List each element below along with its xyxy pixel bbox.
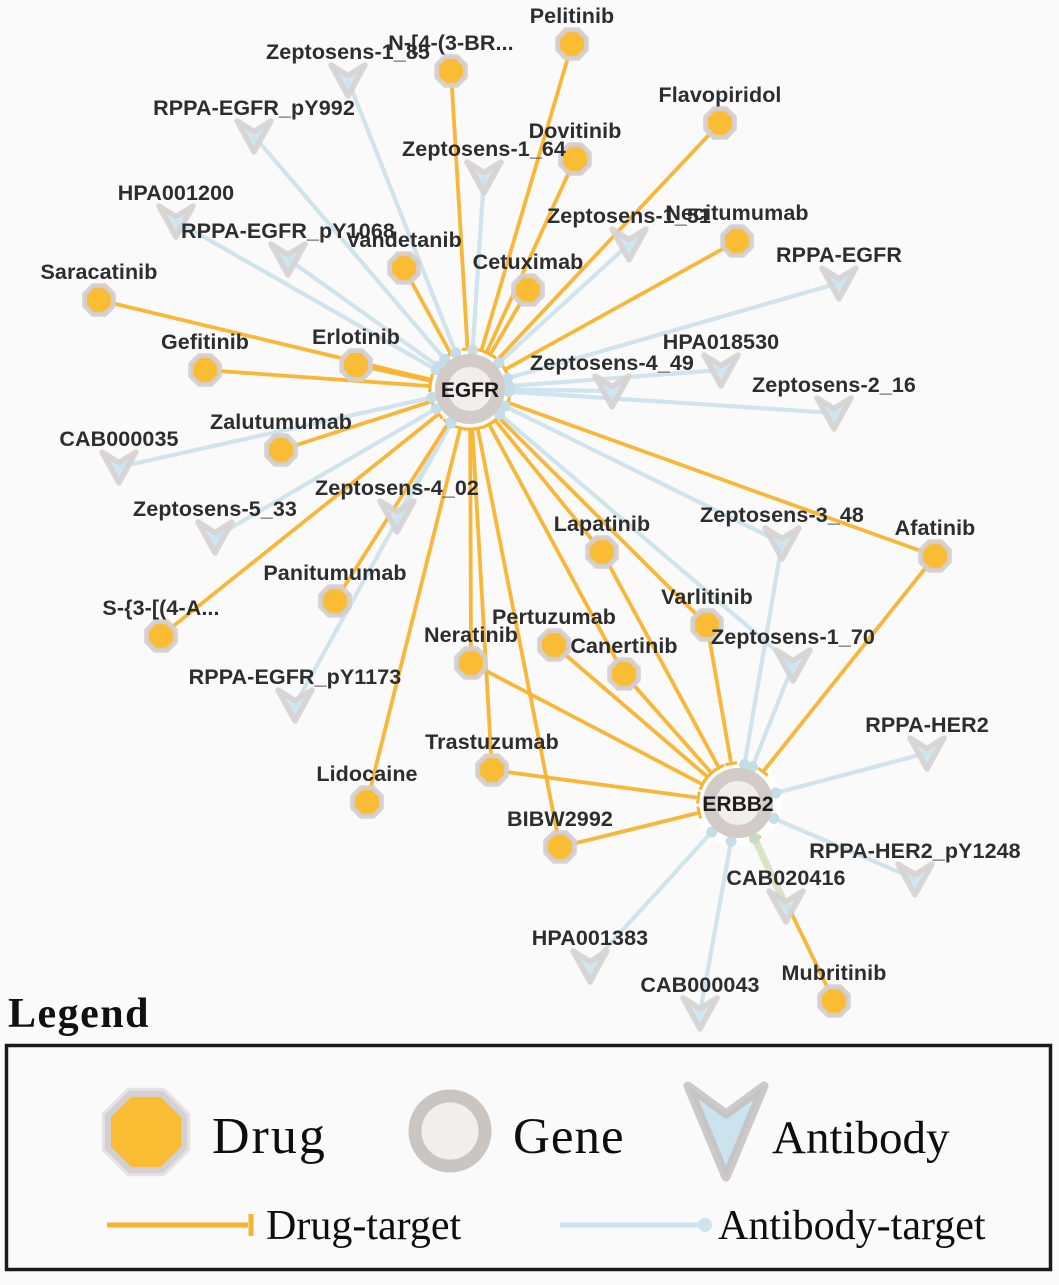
svg-text:CAB020416: CAB020416 bbox=[726, 866, 845, 890]
svg-text:HPA018530: HPA018530 bbox=[663, 330, 779, 354]
svg-text:Gene: Gene bbox=[513, 1109, 625, 1165]
svg-text:Zeptosens-3_48: Zeptosens-3_48 bbox=[700, 503, 864, 527]
svg-text:Flavopiridol: Flavopiridol bbox=[658, 83, 781, 107]
svg-text:Zeptosens-4_02: Zeptosens-4_02 bbox=[315, 476, 479, 500]
svg-text:Zeptosens-2_16: Zeptosens-2_16 bbox=[752, 373, 916, 397]
svg-text:Zeptosens-1_51: Zeptosens-1_51 bbox=[547, 204, 711, 228]
svg-text:RPPA-EGFR_pY1068: RPPA-EGFR_pY1068 bbox=[181, 219, 395, 243]
svg-text:Zalutumumab: Zalutumumab bbox=[210, 410, 352, 434]
svg-text:Canertinib: Canertinib bbox=[570, 634, 677, 658]
svg-text:HPA001200: HPA001200 bbox=[118, 181, 234, 205]
svg-text:Drug: Drug bbox=[212, 1108, 327, 1165]
svg-text:Zeptosens-1_85: Zeptosens-1_85 bbox=[266, 40, 430, 64]
svg-text:Panitumumab: Panitumumab bbox=[263, 561, 406, 585]
svg-text:Zeptosens-1_64: Zeptosens-1_64 bbox=[402, 137, 566, 161]
svg-text:Varlitinib: Varlitinib bbox=[661, 585, 753, 609]
svg-text:Zeptosens-4_49: Zeptosens-4_49 bbox=[530, 351, 694, 375]
svg-text:RPPA-HER2_pY1248: RPPA-HER2_pY1248 bbox=[809, 839, 1021, 863]
svg-text:Vandetanib: Vandetanib bbox=[346, 228, 462, 252]
svg-text:Neratinib: Neratinib bbox=[424, 623, 518, 647]
svg-text:Legend: Legend bbox=[8, 991, 150, 1037]
svg-text:Pertuzumab: Pertuzumab bbox=[492, 605, 616, 629]
svg-text:ERBB2: ERBB2 bbox=[702, 793, 773, 816]
svg-text:Pelitinib: Pelitinib bbox=[530, 4, 615, 28]
svg-text:Zeptosens-1_70: Zeptosens-1_70 bbox=[711, 625, 875, 649]
svg-text:EGFR: EGFR bbox=[441, 379, 499, 402]
svg-text:Lidocaine: Lidocaine bbox=[316, 762, 417, 786]
svg-text:Antibody-target: Antibody-target bbox=[718, 1203, 986, 1249]
svg-text:Saracatinib: Saracatinib bbox=[40, 260, 157, 284]
svg-text:Zeptosens-5_33: Zeptosens-5_33 bbox=[133, 497, 297, 521]
svg-text:Mubritinib: Mubritinib bbox=[782, 961, 887, 985]
svg-text:Gefitinib: Gefitinib bbox=[161, 330, 249, 354]
svg-text:Afatinib: Afatinib bbox=[895, 516, 976, 540]
svg-text:N-[4-(3-BR...: N-[4-(3-BR... bbox=[388, 31, 514, 55]
svg-text:Cetuximab: Cetuximab bbox=[473, 250, 584, 274]
svg-text:Antibody: Antibody bbox=[772, 1112, 950, 1164]
svg-text:Trastuzumab: Trastuzumab bbox=[425, 730, 559, 754]
svg-text:CAB000043: CAB000043 bbox=[640, 973, 759, 997]
svg-text:Necitumumab: Necitumumab bbox=[665, 201, 808, 225]
svg-text:RPPA-HER2: RPPA-HER2 bbox=[865, 713, 989, 737]
svg-text:RPPA-EGFR: RPPA-EGFR bbox=[776, 243, 902, 267]
svg-text:Erlotinib: Erlotinib bbox=[312, 325, 400, 349]
svg-text:CAB000035: CAB000035 bbox=[59, 427, 178, 451]
svg-text:HPA001383: HPA001383 bbox=[532, 926, 648, 950]
svg-text:Lapatinib: Lapatinib bbox=[554, 512, 650, 536]
svg-text:Dovitinib: Dovitinib bbox=[529, 119, 622, 143]
svg-text:RPPA-EGFR_pY1173: RPPA-EGFR_pY1173 bbox=[189, 665, 402, 689]
svg-text:RPPA-EGFR_pY992: RPPA-EGFR_pY992 bbox=[153, 96, 355, 120]
svg-text:Drug-target: Drug-target bbox=[266, 1203, 461, 1249]
svg-text:BIBW2992: BIBW2992 bbox=[507, 807, 613, 831]
svg-text:S-{3-[(4-A...: S-{3-[(4-A... bbox=[102, 596, 219, 620]
